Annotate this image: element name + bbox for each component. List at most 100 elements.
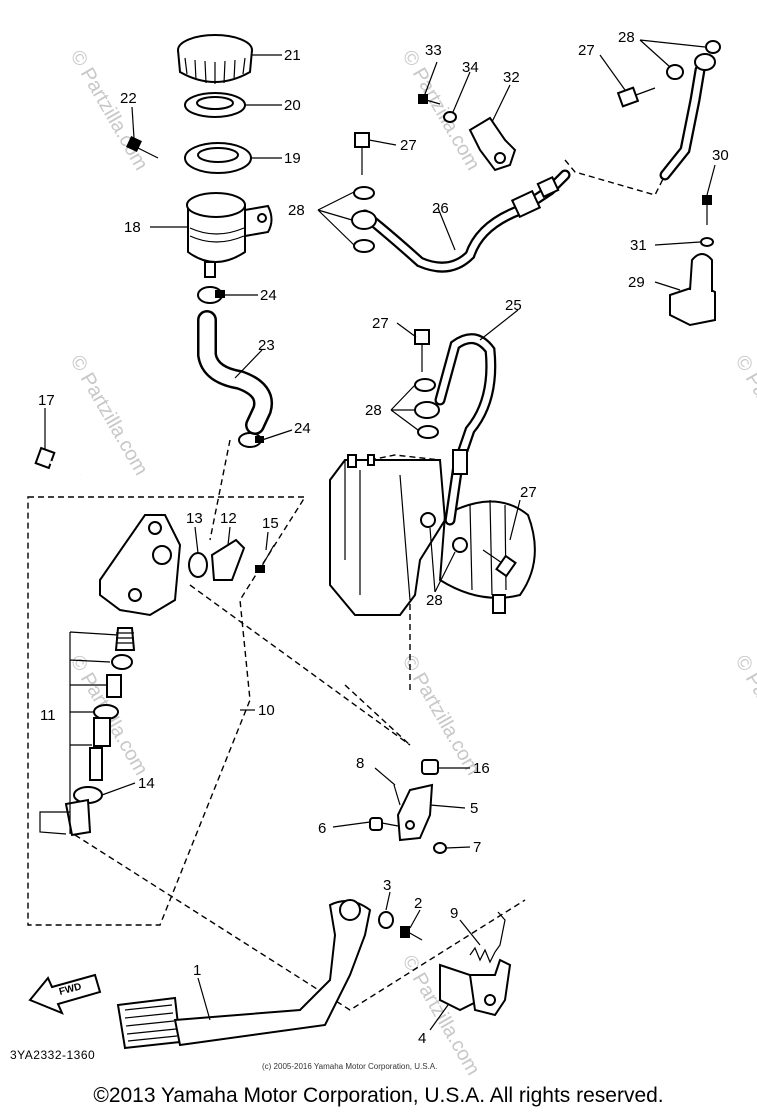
hose-clamp-upper [197,286,225,304]
clevis-washer [433,842,447,854]
pushrod-link-line [189,584,411,746]
clevis-pin [369,817,399,831]
hose-fitting [210,538,246,581]
mounting-bolt [34,446,81,477]
fwd-arrow-icon: FWD [28,973,102,1015]
callout-16: 16 [473,760,490,777]
caliper-union-bolt [616,86,656,108]
callout-26: 26 [432,200,449,217]
abs-link-line [369,454,441,461]
callout-8: 8 [356,755,364,772]
callout-12: 12 [220,510,237,527]
callout-14: 14 [138,775,155,792]
brake-hose-26 [359,169,571,273]
copper-washers-top [351,186,377,253]
bracket-washer [443,111,457,123]
callout-labels: 21 20 19 18 22 24 23 24 17 13 12 15 11 1… [38,29,729,1047]
o-ring [188,552,208,578]
callout-34: 34 [462,59,479,76]
fitting-screw [255,544,275,573]
caliper-hose-end [659,53,716,181]
master-cylinder-body [99,514,182,617]
callout-25: 25 [505,297,522,314]
callout-11: 11 [40,707,56,724]
callout-29: 29 [628,274,645,291]
callout-4: 4 [418,1030,426,1047]
callout-28-middle: 28 [365,402,382,419]
callout-32: 32 [503,69,520,86]
reservoir-tank [186,192,273,278]
callout-3: 3 [383,877,391,894]
brake-hose-25 [434,333,497,526]
caliper-washers [666,40,721,80]
reservoir-diaphragm [184,92,246,118]
diaphragm-plate [184,142,252,174]
callout-9: 9 [450,905,458,922]
callout-28-abs: 28 [426,592,443,609]
parts-diagram: © Partzilla.com © Partzilla.com © Partzi… [27,29,757,1079]
callout-20: 20 [284,97,301,114]
callout-22: 22 [120,90,137,107]
callout-1: 1 [193,962,201,979]
reservoir-cap [177,34,253,84]
callout-21: 21 [284,47,301,64]
callout-6: 6 [318,820,326,837]
callout-5: 5 [470,800,478,817]
abs-unit [329,454,536,616]
reservoir-screw [126,136,159,159]
callout-33: 33 [425,42,442,59]
drawing-code: 3YA2332-1360 [10,1048,96,1062]
callout-24-upper: 24 [260,287,277,304]
inner-copyright: (c) 2005-2016 Yamaha Motor Corporation, … [262,1062,438,1071]
callout-24-lower: 24 [294,420,311,437]
watermark-center: © Partzilla.com [398,652,484,780]
piston-kit [64,627,136,837]
locknut [421,759,439,775]
callout-27-abs: 27 [520,484,537,501]
pedal-washer [378,911,394,929]
watermark-left: © Partzilla.com [66,352,152,480]
callout-13: 13 [186,510,203,527]
reservoir-hose [197,310,273,435]
callout-30: 30 [712,147,729,164]
pedal-shaft [439,958,512,1017]
callout-19: 19 [284,150,301,167]
callout-28-top: 28 [288,202,305,219]
watermark-right-low: © Partzilla.com [731,652,757,780]
return-spring [469,911,506,964]
pedal-link-line [344,684,411,746]
union-bolt-middle [414,329,430,372]
union-bolt-top [354,132,370,175]
callout-31: 31 [630,237,647,254]
master-cylinder-group-outline [27,496,307,926]
pedal-bolt [400,926,423,941]
bracket-bolt [418,94,441,105]
watermark-right: © Partzilla.com [731,352,757,480]
callout-28-right: 28 [618,29,635,46]
hose-to-clamp-line [209,439,231,541]
callout-17: 17 [38,392,55,409]
callout-2: 2 [414,895,422,912]
callout-15: 15 [262,515,279,532]
hose-guide-bolt [702,195,712,225]
callout-18: 18 [124,219,141,236]
hose-guide-washer [700,237,714,247]
abs-union-bolt [482,549,517,578]
watermark-top-left: © Partzilla.com [66,47,152,175]
footer-copyright: ©2013 Yamaha Motor Corporation, U.S.A. A… [93,1084,664,1107]
banjo-link-line [564,159,666,196]
callout-27-middle: 27 [372,315,389,332]
callout-10: 10 [258,702,275,719]
hose-clamp-lower [238,432,264,448]
brake-pedal [116,899,372,1050]
callout-27-top: 27 [400,137,417,154]
copper-washers-middle [414,378,440,439]
hose-guide [669,253,716,327]
leader-lines [39,39,716,1031]
cotter-pin [393,784,401,806]
callout-27-right: 27 [578,42,595,59]
callout-23: 23 [258,337,275,354]
clevis [396,783,434,842]
pushrod-to-pedal-line [74,834,526,1011]
callout-7: 7 [473,839,481,856]
